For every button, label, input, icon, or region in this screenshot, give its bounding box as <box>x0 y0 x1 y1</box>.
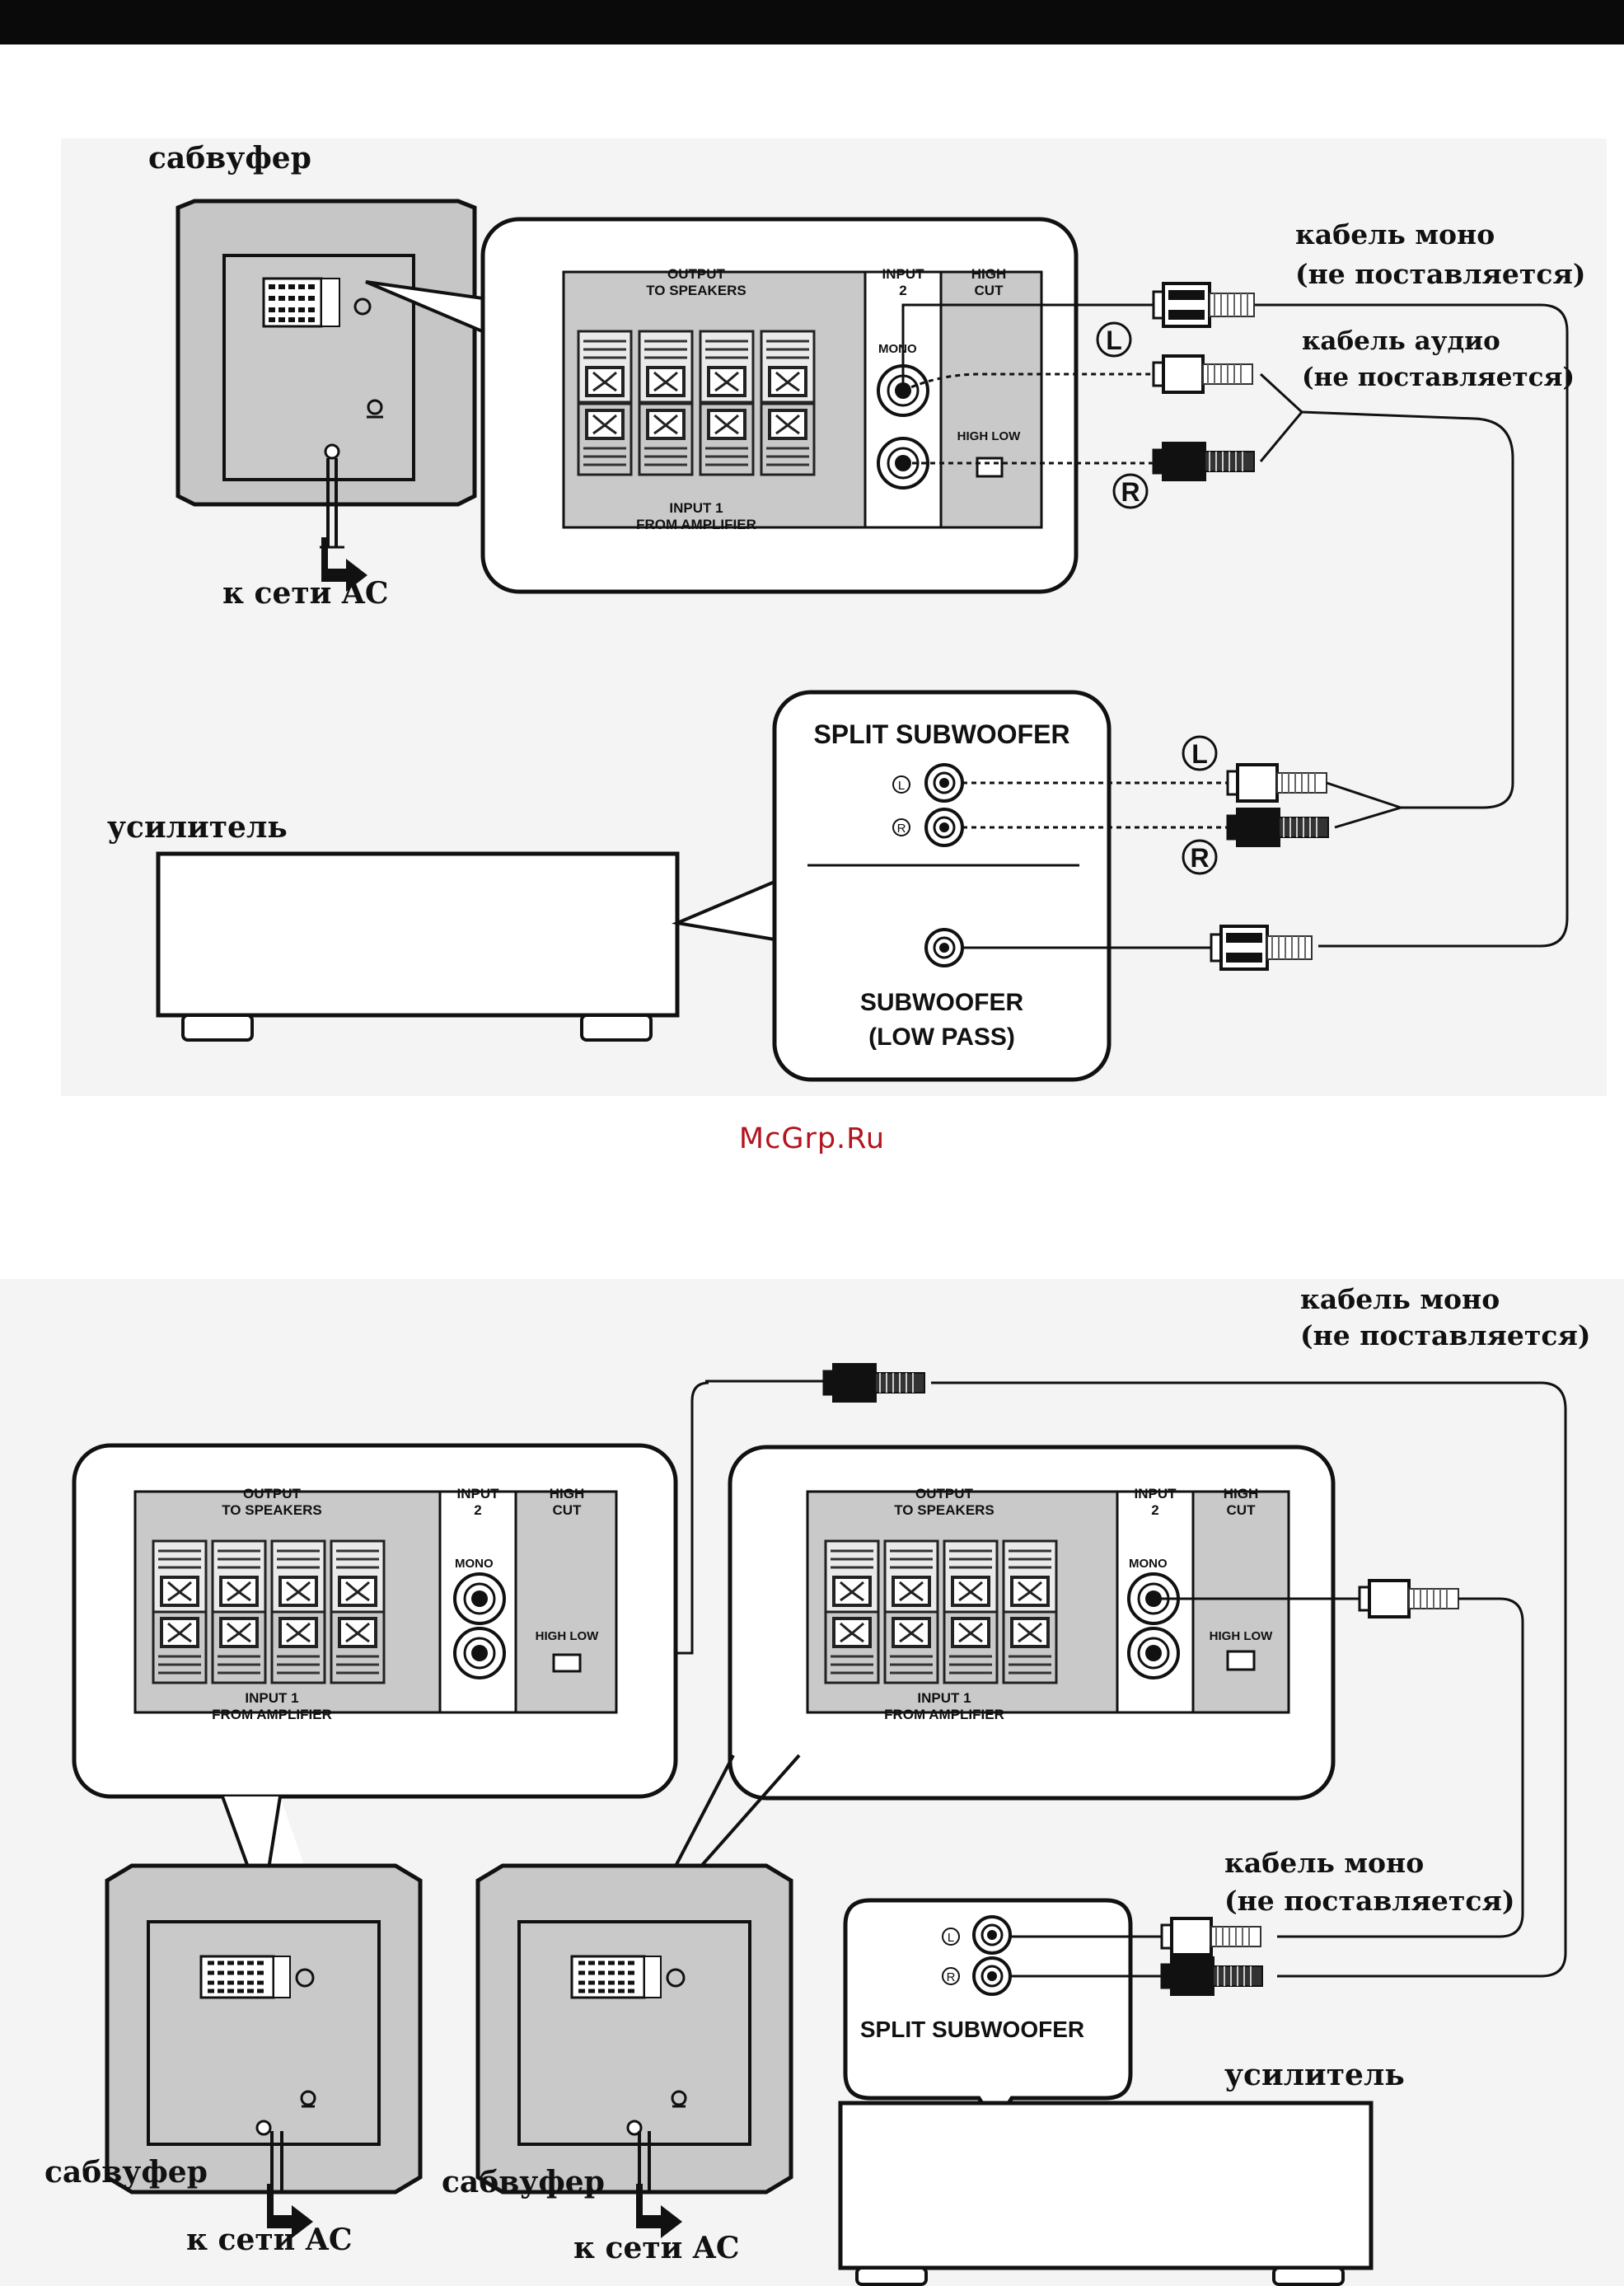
left-input-1-label: INPUT 1 <box>245 1690 298 1706</box>
subwoofer-label: сабвуфер <box>148 141 311 176</box>
mono-cable-mid-label-line1: кабель моно <box>1224 1847 1424 1879</box>
subwoofer-right-label: сабвуфер <box>442 2165 605 2199</box>
left-output-label: OUTPUT <box>243 1486 302 1501</box>
bottom-split-panel: L R SPLIT SUBWOOFER <box>843 1898 1133 2129</box>
ac-outlet-label: к сети AC <box>222 576 388 611</box>
low-pass-plug <box>1210 925 1313 971</box>
audio-cable-label-line2: (не поставляется) <box>1302 363 1575 392</box>
right-input-1-label: INPUT 1 <box>917 1690 971 1706</box>
to-speakers-label: TO SPEAKERS <box>646 283 746 298</box>
mono-cable-top-label-line2: (не поставляется) <box>1300 1319 1590 1351</box>
right-mono-label: MONO <box>1129 1557 1168 1571</box>
subwoofer-label-line2: (LOW PASS) <box>868 1024 1015 1051</box>
amplifier-output-panel: SPLIT SUBWOOFER L R SUBWOOFER (LOW PASS) <box>772 690 1112 1082</box>
right-input-2-num: 2 <box>1151 1502 1158 1518</box>
ac-left-label: к сети AC <box>186 2223 352 2257</box>
l-marker: L <box>1106 326 1122 355</box>
split-subwoofer-label: SPLIT SUBWOOFER <box>813 719 1069 749</box>
bottom-split-l-label: L <box>948 1931 954 1945</box>
bottom-mono-plug-top <box>822 1363 926 1403</box>
mono-cable-label-line1: кабель моно <box>1295 218 1495 251</box>
top-callout-panel: OUTPUT TO SPEAKERS INPUT 2 HIGH CUT INPU… <box>480 217 1079 594</box>
left-input-2-label: INPUT <box>457 1486 500 1501</box>
bottom-amplifier-label: усилитель <box>1224 2058 1405 2092</box>
right-output-label: OUTPUT <box>915 1486 974 1501</box>
left-high-label: HIGH <box>550 1486 585 1501</box>
right-cut-label: CUT <box>1227 1502 1257 1518</box>
subwoofer-left-label: сабвуфер <box>44 2155 208 2190</box>
watermark: McGrp.Ru <box>738 1122 886 1155</box>
split-r-label: R <box>897 822 906 836</box>
input-2-num: 2 <box>899 283 906 298</box>
bottom-split-r-label: R <box>947 1970 956 1984</box>
ac-right-label: к сети AC <box>573 2231 739 2265</box>
split-r-marker: R <box>1190 843 1209 873</box>
audio-cable-plug-l <box>1152 354 1254 394</box>
bottom-right-callout-panel: OUTPUT TO SPEAKERS INPUT 2 HIGH CUT INPU… <box>728 1445 1336 1801</box>
split-l-jack <box>924 763 964 803</box>
split-l-label: L <box>898 779 905 793</box>
from-amplifier-label: FROM AMPLIFIER <box>636 517 756 532</box>
right-high-label: HIGH <box>1224 1486 1259 1501</box>
left-to-speakers-label: TO SPEAKERS <box>222 1502 322 1518</box>
top-amplifier <box>156 851 680 1042</box>
left-mono-label: MONO <box>455 1557 494 1571</box>
bottom-right-subwoofer <box>478 1866 791 2192</box>
left-cut-label: CUT <box>553 1502 583 1518</box>
r-marker: R <box>1121 477 1140 507</box>
split-r-jack <box>924 808 964 847</box>
mono-cable-label-line2: (не поставляется) <box>1295 258 1585 290</box>
right-input-2-label: INPUT <box>1135 1486 1177 1501</box>
left-input-2-num: 2 <box>474 1502 481 1518</box>
bottom-left-callout-panel: OUTPUT TO SPEAKERS INPUT 2 HIGH CUT INPU… <box>72 1443 678 1799</box>
mono-cable-plug-top <box>1152 282 1256 328</box>
subwoofer-label-line1: SUBWOOFER <box>860 989 1024 1016</box>
bottom-split-subwoofer-label: SPLIT SUBWOOFER <box>860 2017 1084 2042</box>
bottom-split-r-plug <box>1160 1956 1264 1996</box>
mono-cable-mid-label-line2: (не поставляется) <box>1224 1885 1514 1917</box>
input-2-label: INPUT <box>882 266 925 282</box>
bottom-mono-plug-mid <box>1358 1579 1460 1618</box>
right-from-amplifier-label: FROM AMPLIFIER <box>884 1707 1004 1722</box>
input-1-label: INPUT 1 <box>669 500 723 516</box>
split-l-plug <box>1226 763 1328 803</box>
left-from-amplifier-label: FROM AMPLIFIER <box>212 1707 332 1722</box>
audio-cable-plug-r <box>1152 442 1256 481</box>
bottom-left-subwoofer <box>107 1866 420 2192</box>
amplifier-label: усилитель <box>107 810 288 845</box>
split-r-plug <box>1226 808 1330 847</box>
header-bar <box>0 0 1624 45</box>
cut-label: CUT <box>975 283 1004 298</box>
mono-cable-top-label-line1: кабель моно <box>1300 1283 1500 1315</box>
high-low-label: HIGH LOW <box>957 429 1021 443</box>
bottom-amplifier <box>838 2101 1374 2286</box>
right-to-speakers-label: TO SPEAKERS <box>894 1502 995 1518</box>
mono-label: MONO <box>878 342 917 356</box>
subwoofer-low-pass-jack <box>924 928 964 967</box>
high-label: HIGH <box>971 266 1007 282</box>
left-high-low-label: HIGH LOW <box>536 1629 599 1643</box>
bottom-split-l-plug <box>1160 1917 1262 1956</box>
right-high-low-label: HIGH LOW <box>1210 1629 1273 1643</box>
split-l-marker: L <box>1191 739 1208 769</box>
top-subwoofer <box>176 199 477 549</box>
audio-cable-label-line1: кабель аудио <box>1302 326 1500 356</box>
output-label: OUTPUT <box>667 266 726 282</box>
